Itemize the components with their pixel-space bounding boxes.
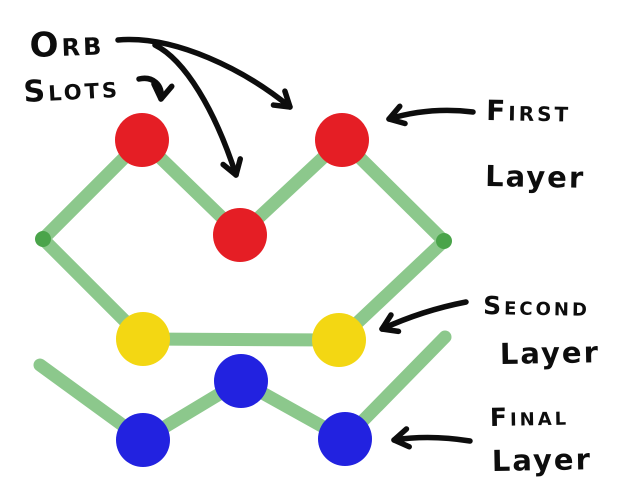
arrow-orbslots-to-right-orb-icon (115, 36, 293, 110)
second-layer-track (136, 332, 346, 347)
first-layer-orb-middle (213, 208, 267, 262)
left-junction-dot (35, 231, 51, 247)
second-layer-label-line1: Second (483, 291, 590, 322)
final-layer-label-line2: Layer (492, 442, 593, 478)
arrow-orbslots-to-left-orb-icon (136, 75, 175, 102)
orb-slots-label-line1: Orb (29, 23, 105, 66)
second-layer-label-line2: Layer (500, 335, 601, 371)
arrow-final-layer-icon (391, 426, 473, 450)
first-layer-label-line2: Layer (485, 159, 586, 195)
arrow-orbslots-to-middle-orb-icon (152, 42, 244, 178)
first-layer-label-line1: First (486, 94, 572, 128)
annotation-labels: Orb Slots First Layer Second Layer Final… (23, 23, 601, 478)
second-layer-orb-left (116, 312, 170, 366)
right-junction-dot (436, 233, 452, 249)
final-layer-orb-left (116, 413, 170, 467)
first-layer-orb-right (315, 113, 369, 167)
second-layer-orb-right (312, 313, 366, 367)
arrow-second-layer-icon (379, 299, 469, 335)
final-layer-orb-right (318, 412, 372, 466)
orb-slots (115, 113, 372, 467)
final-layer-label-line1: Final (490, 402, 570, 432)
final-layer-orb-middle (214, 354, 268, 408)
annotation-arrows (115, 36, 476, 450)
first-layer-orb-left (115, 113, 169, 167)
orb-slots-label-line2: Slots (23, 70, 121, 110)
arrow-first-layer-icon (386, 103, 476, 127)
